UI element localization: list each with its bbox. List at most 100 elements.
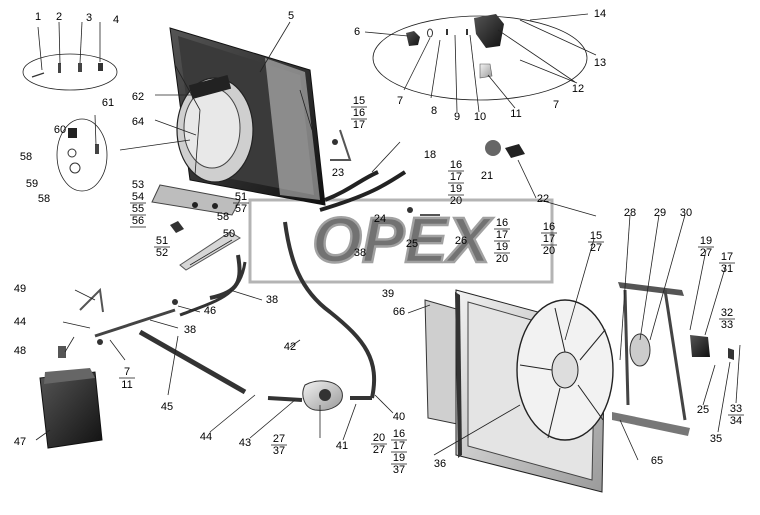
callout-5: 5	[288, 10, 294, 22]
callout-33a: 33	[721, 319, 733, 331]
callout-47: 47	[14, 436, 26, 448]
callout-41: 41	[336, 440, 348, 452]
callout-13: 13	[594, 57, 606, 69]
callout-17d: 17	[543, 233, 555, 245]
callout-6: 6	[354, 26, 360, 38]
callout-21: 21	[481, 170, 493, 182]
callout-46: 46	[204, 305, 216, 317]
callout-18: 18	[424, 149, 436, 161]
callout-53: 53	[132, 179, 144, 191]
callout-11b: 11	[121, 379, 132, 391]
callout-39: 39	[382, 288, 394, 300]
callout-27a: 27	[590, 242, 602, 254]
callout-23: 23	[332, 167, 344, 179]
callout-52: 52	[156, 247, 168, 259]
callout-22: 22	[537, 193, 549, 205]
callout-56: 56	[132, 215, 144, 227]
radiator-assembly-upper	[169, 27, 326, 206]
callout-38b: 38	[266, 294, 278, 306]
callout-31: 31	[721, 263, 733, 275]
callout-26: 26	[455, 235, 467, 247]
callout-27d: 27	[273, 433, 285, 445]
watermark-logo: OPEX	[248, 198, 554, 284]
callout-44a: 44	[200, 431, 212, 443]
callout-20b: 20	[496, 253, 508, 265]
callout-16a: 16	[353, 107, 365, 119]
callout-59a: 58	[20, 151, 32, 163]
hardware-group-oval	[22, 53, 118, 91]
callout-7a: 7	[397, 95, 403, 107]
callout-17b: 17	[450, 171, 462, 183]
callout-20d: 20	[373, 432, 385, 444]
callout-37b: 37	[273, 445, 285, 457]
callout-51b: 51	[156, 235, 168, 247]
callout-30: 30	[680, 207, 692, 219]
callout-9: 9	[454, 111, 460, 123]
callout-65: 64	[132, 116, 144, 128]
callout-29: 29	[654, 207, 666, 219]
callout-25a: 25	[406, 238, 418, 250]
callout-17f: 17	[393, 440, 405, 452]
callout-59b: 58	[38, 193, 50, 205]
callout-37a: 37	[393, 464, 405, 476]
callout-60: 59	[26, 178, 38, 190]
callout-8: 8	[431, 105, 437, 117]
callout-14: 14	[594, 8, 606, 20]
callout-43: 43	[239, 437, 251, 449]
fastener-group-oval	[372, 14, 588, 101]
fan-shroud-assembly	[424, 289, 614, 493]
mounting-bracket	[151, 184, 241, 271]
callout-61: 60	[54, 124, 66, 136]
callout-27b: 27	[700, 247, 712, 259]
watermark-text: OPEX	[312, 204, 493, 276]
callout-38a: 38	[354, 247, 366, 259]
callout-4: 4	[113, 14, 119, 26]
callout-25b: 25	[697, 404, 709, 416]
callout-35: 35	[710, 433, 722, 445]
callout-27c: 27	[373, 444, 385, 456]
callout-44b: 44	[14, 316, 26, 328]
callout-34: 34	[730, 415, 742, 427]
callout-58: 58	[217, 211, 229, 223]
callout-64: 62	[132, 91, 144, 103]
callout-7b: 7	[553, 99, 559, 111]
callout-3: 3	[86, 12, 92, 24]
callout-62: 61	[102, 97, 114, 109]
callout-10: 10	[474, 111, 486, 123]
callout-69: 66	[393, 306, 405, 318]
callout-labels: 1 2 3 4 5 6 7 8 9 10 11 12 13 14 7 61 60…	[14, 8, 744, 476]
callout-48: 48	[14, 345, 26, 357]
callout-15b: 15	[590, 230, 602, 242]
callout-32: 32	[721, 307, 733, 319]
callout-50: 50	[223, 228, 235, 240]
callout-45: 45	[161, 401, 173, 413]
callout-2: 2	[56, 11, 62, 23]
callout-16c: 16	[496, 217, 508, 229]
callout-19c: 19	[700, 235, 712, 247]
small-parts	[97, 139, 525, 345]
callout-16b: 16	[450, 159, 462, 171]
callout-1: 1	[35, 11, 41, 23]
callout-40: 40	[393, 411, 405, 423]
coolant-hoses	[79, 129, 440, 399]
callout-7c: 7	[124, 366, 130, 378]
callout-19b: 19	[496, 241, 508, 253]
callout-38c: 38	[184, 324, 196, 336]
support-frame	[612, 282, 734, 436]
callout-42: 42	[284, 341, 296, 353]
callout-51a: 51	[235, 191, 247, 203]
callout-17a: 17	[353, 119, 365, 131]
pump-unit	[267, 380, 372, 411]
expansion-tank	[39, 346, 103, 449]
callout-16e: 16	[393, 428, 405, 440]
callout-17c: 17	[496, 229, 508, 241]
callout-57: 57	[235, 203, 247, 215]
callout-19a: 19	[450, 183, 462, 195]
callout-16d: 16	[543, 221, 555, 233]
callout-17e: 17	[721, 251, 733, 263]
callout-24: 24	[374, 213, 386, 225]
callout-66: 65	[651, 455, 663, 467]
callout-11: 11	[510, 108, 521, 120]
callout-28: 28	[624, 207, 636, 219]
